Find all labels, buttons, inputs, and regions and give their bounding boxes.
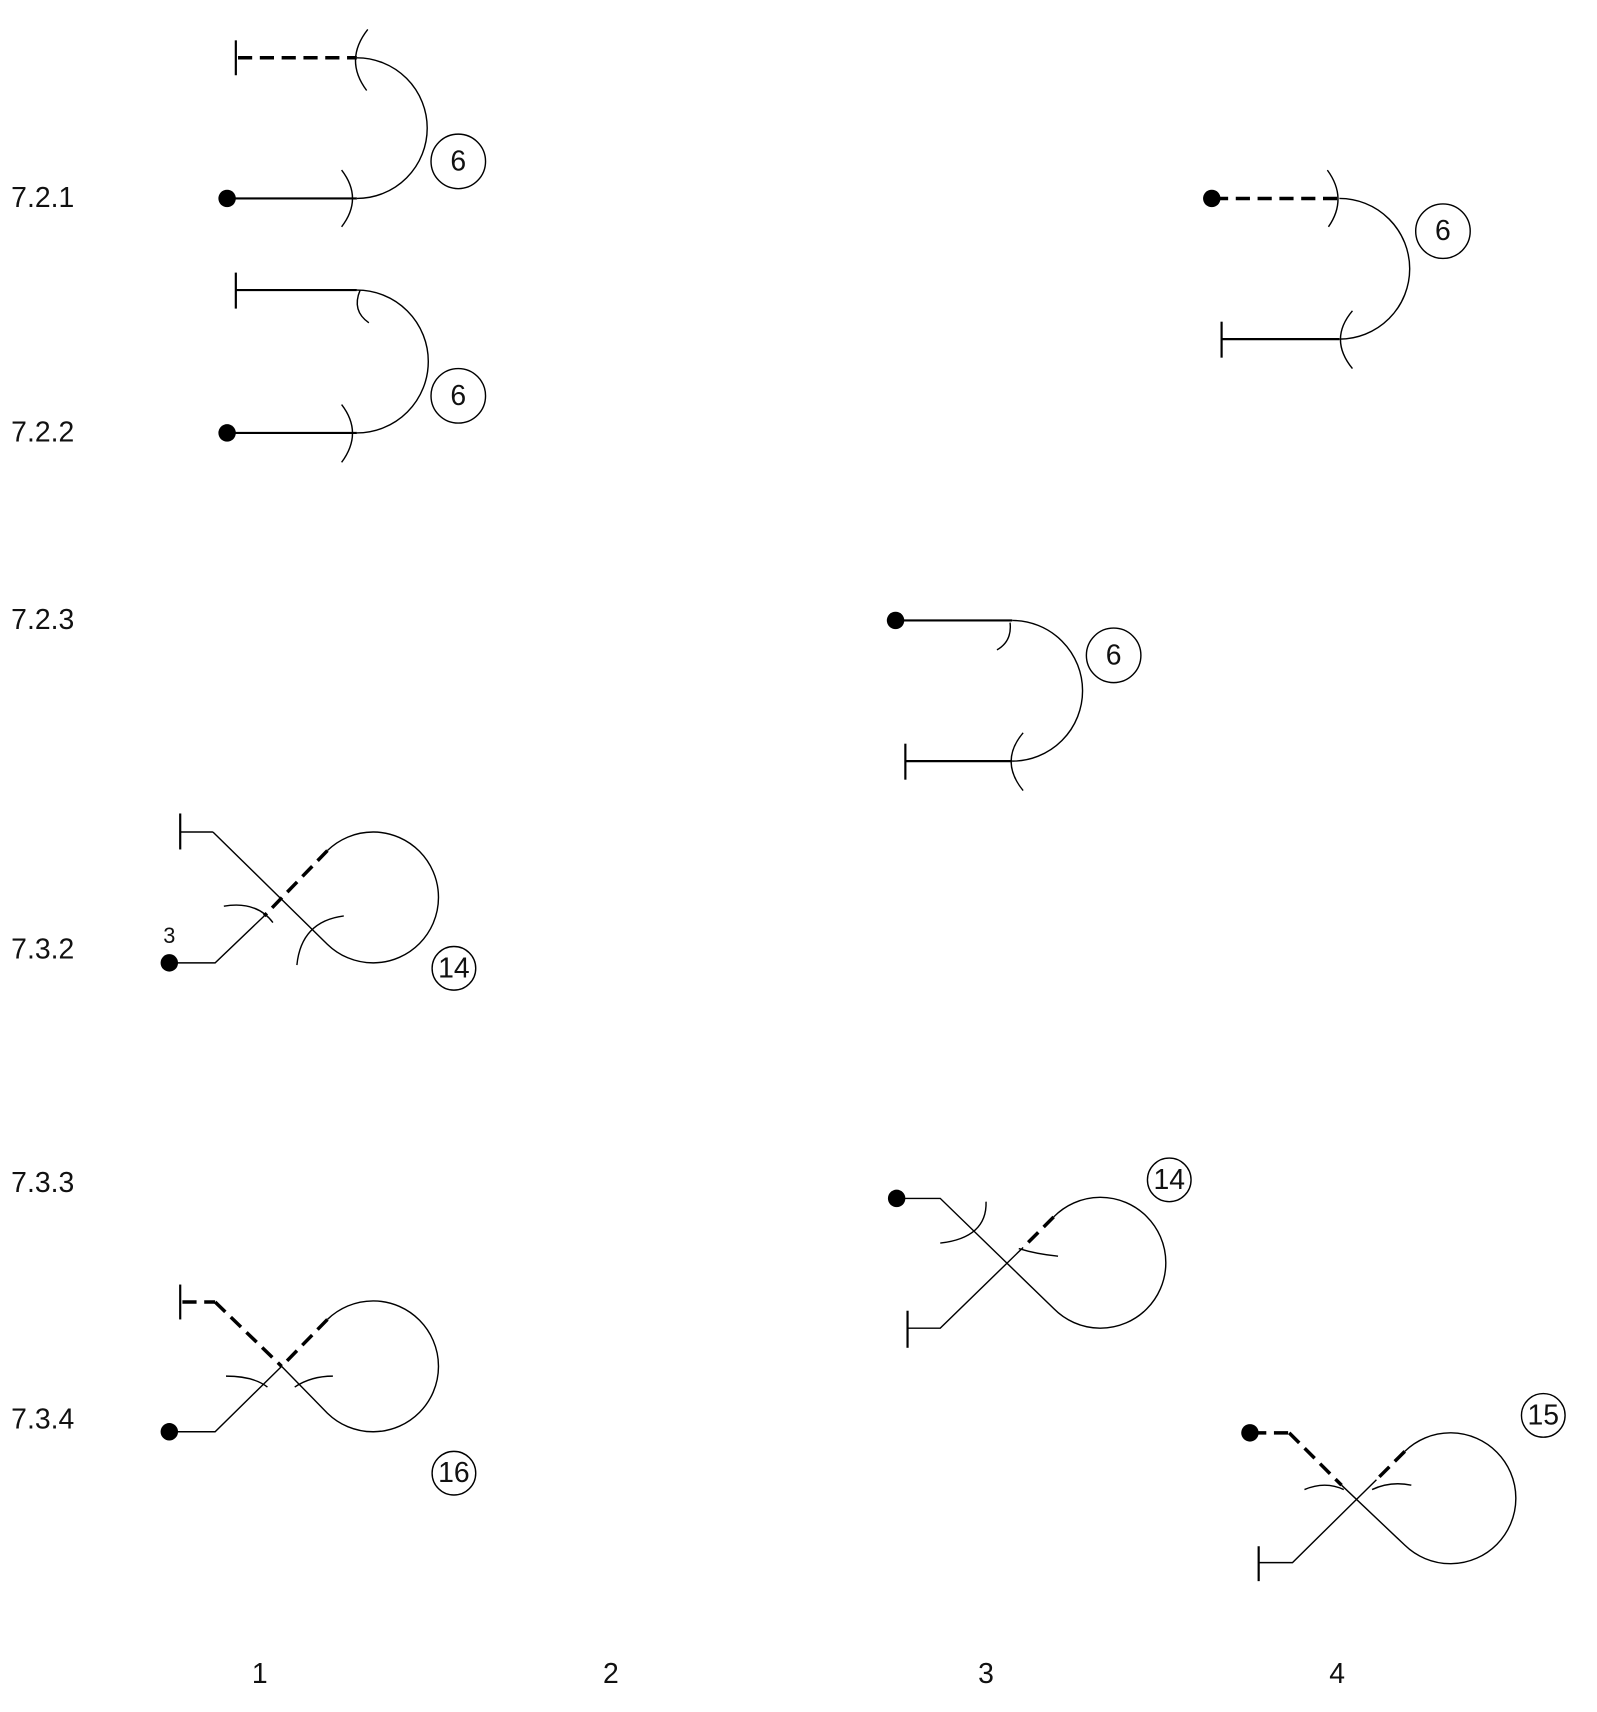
figure-7-2-1-col1: 6 — [218, 29, 487, 228]
badge: 15 — [1528, 1399, 1560, 1431]
figure-7-3-4-col4: 15 — [1241, 1392, 1566, 1582]
badge: 14 — [438, 952, 470, 984]
row-label-7-3-3: 7.3.3 — [11, 1167, 74, 1199]
figure-7-3-2-col1: 3 14 — [160, 813, 477, 991]
row-label-7-3-2: 7.3.2 — [11, 934, 74, 966]
row-label-7-3-4: 7.3.4 — [11, 1403, 74, 1435]
column-label-1: 1 — [252, 1658, 268, 1690]
column-label-2: 2 — [603, 1658, 619, 1690]
column-label-3: 3 — [978, 1658, 994, 1690]
figure-7-2-1-col4: 6 — [1203, 169, 1471, 370]
badge: 6 — [1106, 639, 1122, 671]
column-label-4: 4 — [1329, 1658, 1345, 1690]
row-label-7-2-1: 7.2.1 — [11, 182, 74, 214]
figure-7-3-4-col1: 16 — [160, 1284, 477, 1496]
figure-7-2-2-col1: 6 — [218, 272, 487, 463]
badge: 6 — [450, 380, 466, 412]
figure-7-3-3-col3: 14 — [887, 1157, 1192, 1348]
badge: 6 — [450, 145, 466, 177]
row-label-7-2-3: 7.2.3 — [11, 604, 74, 636]
badge: 6 — [1435, 215, 1451, 247]
row-label-7-2-2: 7.2.2 — [11, 417, 74, 449]
figure-7-2-3-col3: 6 — [886, 611, 1142, 792]
badge: 14 — [1153, 1164, 1185, 1196]
marker-label: 3 — [163, 923, 175, 948]
badge: 16 — [438, 1457, 470, 1489]
